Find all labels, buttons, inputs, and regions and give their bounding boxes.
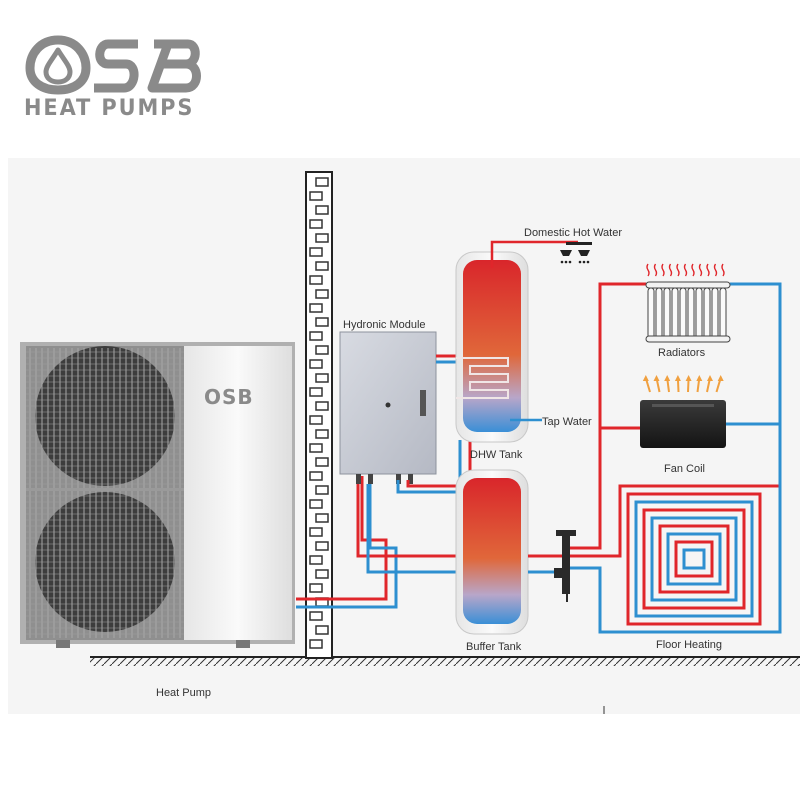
wall-brick xyxy=(309,611,323,621)
heat-arrow-head-icon xyxy=(685,375,692,381)
wall-brick xyxy=(309,415,323,425)
wall-brick xyxy=(309,303,323,313)
heat-wave-icon xyxy=(721,263,725,277)
wall-brick xyxy=(309,639,323,649)
fan-coil xyxy=(640,400,726,448)
heat-wave-icon xyxy=(698,263,703,277)
manifold xyxy=(554,530,576,602)
dhw-supply-pipe xyxy=(490,240,578,268)
wall-brick xyxy=(315,485,329,495)
radiator-fin xyxy=(679,287,687,341)
domestic-hot-water-label: Domestic Hot Water xyxy=(524,227,622,239)
wall-brick xyxy=(309,275,323,285)
heat-arrow-head-icon xyxy=(653,375,660,381)
radiator-fin xyxy=(687,287,695,341)
heat-wave-icon xyxy=(653,263,658,277)
wall-brick xyxy=(315,317,329,327)
wall-brick xyxy=(309,555,323,565)
heat-arrow-head-icon xyxy=(717,375,724,381)
heat-arrow-head-icon xyxy=(707,375,713,381)
osb-logo xyxy=(25,35,201,95)
radiator-fin xyxy=(695,287,703,341)
radiator-fin xyxy=(647,287,655,341)
radiator-heat-waves xyxy=(646,263,725,277)
module-to-tank-pipes xyxy=(356,354,472,574)
wall-brick xyxy=(309,359,323,369)
wall-brick xyxy=(315,625,329,635)
distribution-pipes xyxy=(570,282,782,634)
heat-wave-icon xyxy=(646,263,650,277)
wall-brick xyxy=(315,233,329,243)
floor-heating-coil xyxy=(626,492,762,626)
heat-arrow-head-icon xyxy=(664,375,671,381)
heat-wave-icon xyxy=(691,263,695,277)
logo-letter-s-icon xyxy=(94,39,139,93)
wall-brick xyxy=(315,457,329,467)
grille-lines xyxy=(26,348,184,638)
wall-brick xyxy=(309,387,323,397)
wall-brick xyxy=(315,205,329,215)
fan-coil-heat-arrows xyxy=(642,375,724,393)
heat-wave-icon xyxy=(661,263,665,277)
hydronic-module-label: Hydronic Module xyxy=(343,319,426,331)
dhw-tank-label: DHW Tank xyxy=(470,449,523,461)
heat-arrow-head-icon xyxy=(674,375,681,381)
wall-brick xyxy=(315,401,329,411)
wall-brick xyxy=(309,191,323,201)
heat-wave-icon xyxy=(713,263,718,277)
wall-brick xyxy=(315,429,329,439)
wall-brick xyxy=(315,261,329,271)
radiator-top-bar xyxy=(645,281,731,289)
wall-brick xyxy=(309,443,323,453)
logo-letter-o-icon xyxy=(25,35,91,95)
unit-brand-badge: OSB xyxy=(204,385,254,409)
heat-wave-icon xyxy=(683,263,688,277)
radiator-fin xyxy=(719,287,727,341)
wall-brick xyxy=(309,247,323,257)
radiator xyxy=(645,281,731,343)
heat-pump-pipes xyxy=(296,476,398,609)
heat-pump-label: Heat Pump xyxy=(156,687,211,699)
wall-brick xyxy=(315,373,329,383)
wall-brick xyxy=(309,219,323,229)
radiator-fin xyxy=(671,287,679,341)
tap-water-label: Tap Water xyxy=(542,416,592,428)
wall-brick xyxy=(309,331,323,341)
radiator-fin xyxy=(663,287,671,341)
buffer-tank xyxy=(455,469,529,635)
radiator-fin xyxy=(655,287,663,341)
hydronic-module xyxy=(339,331,437,484)
heat-wave-icon xyxy=(668,263,673,277)
logo-subtitle: HEAT PUMPS xyxy=(24,96,195,121)
wall-brick xyxy=(309,499,323,509)
radiator-fin xyxy=(703,287,711,341)
floor-heating-label: Floor Heating xyxy=(656,639,722,651)
wall-brick xyxy=(315,513,329,523)
shower-heads-icon xyxy=(560,242,592,264)
ground xyxy=(90,656,800,666)
heat-wave-icon xyxy=(706,263,710,277)
radiator-bottom-bar xyxy=(645,335,731,343)
wall-brick xyxy=(315,177,329,187)
wall-bricks xyxy=(309,177,329,649)
heat-wave-icon xyxy=(676,263,680,277)
wall-brick xyxy=(309,471,323,481)
wall-brick xyxy=(315,541,329,551)
fan-coil-label: Fan Coil xyxy=(664,463,705,475)
radiator-fin xyxy=(711,287,719,341)
wall-brick xyxy=(309,527,323,537)
radiators-label: Radiators xyxy=(658,347,706,359)
heat-pump-unit: OSB xyxy=(20,342,295,648)
logo-letter-b-icon xyxy=(147,39,201,93)
wall-brick xyxy=(315,289,329,299)
wall-brick xyxy=(309,583,323,593)
wall-brick xyxy=(315,569,329,579)
wall-brick xyxy=(315,345,329,355)
heat-arrow-head-icon xyxy=(696,375,703,381)
heat-arrow-head-icon xyxy=(642,375,649,381)
dhw-tank xyxy=(455,251,529,443)
logo-drop-icon xyxy=(43,47,73,85)
buffer-tank-label: Buffer Tank xyxy=(466,641,522,653)
